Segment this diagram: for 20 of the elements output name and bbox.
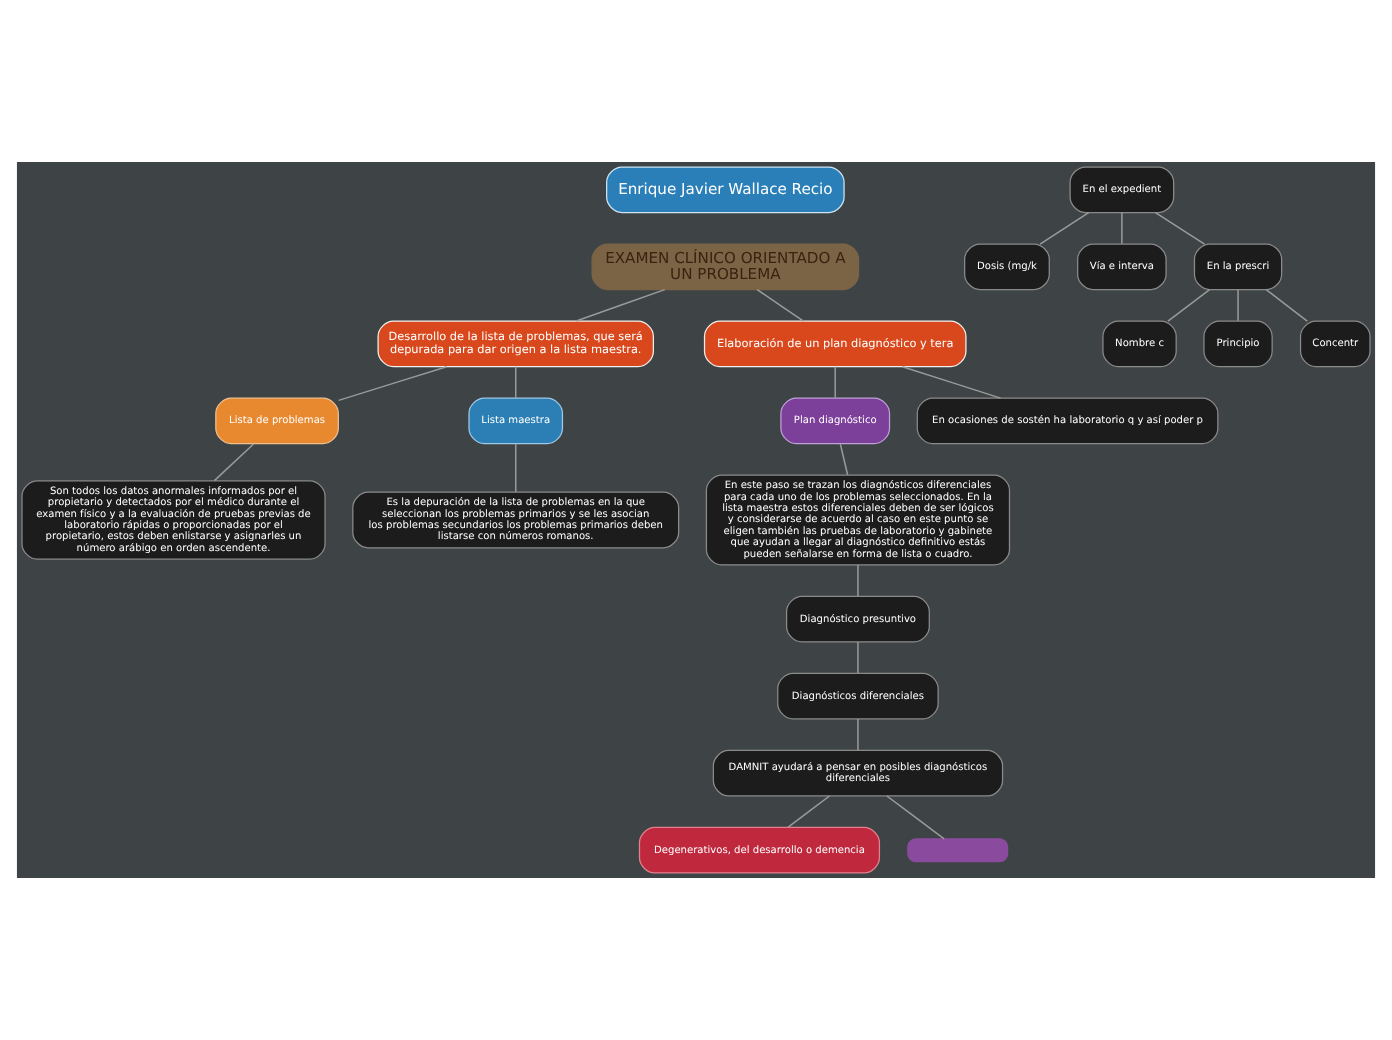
connector bbox=[886, 795, 945, 840]
connector bbox=[756, 288, 805, 322]
connector bbox=[901, 365, 1002, 399]
connector bbox=[1167, 288, 1211, 322]
connector bbox=[1039, 211, 1090, 245]
connector bbox=[1121, 211, 1123, 245]
connector bbox=[839, 443, 849, 476]
connector bbox=[575, 288, 666, 322]
connector bbox=[857, 641, 859, 674]
connector bbox=[857, 564, 859, 597]
connector bbox=[213, 443, 255, 482]
connector bbox=[1265, 288, 1308, 322]
node-box bbox=[907, 838, 1009, 863]
connector bbox=[1237, 288, 1239, 322]
connector bbox=[515, 365, 517, 399]
connector bbox=[337, 365, 448, 402]
connector bbox=[857, 718, 859, 751]
connector bbox=[1154, 211, 1206, 245]
connector bbox=[834, 365, 836, 399]
connector bbox=[515, 443, 517, 493]
